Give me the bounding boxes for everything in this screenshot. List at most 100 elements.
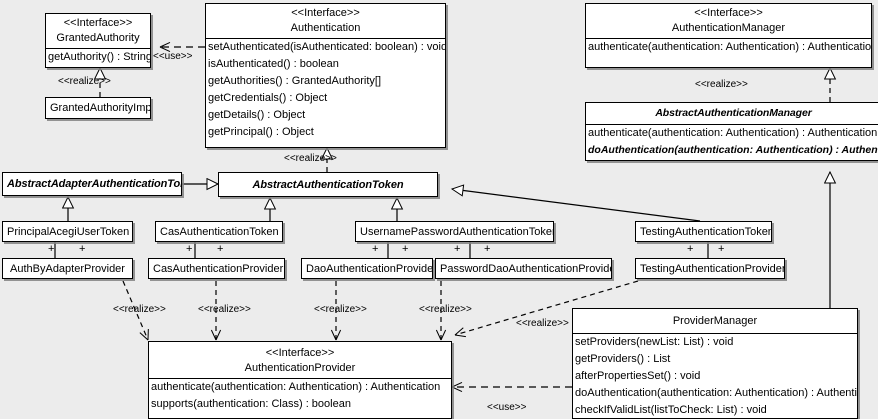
- assoc-marker-usernamepasswordtoken-b: +: [402, 243, 409, 255]
- class-header: ProviderManager: [573, 309, 857, 334]
- class-name: Authentication: [290, 22, 361, 34]
- assoc-marker-testingauthenticationtoken-left: +: [687, 243, 694, 255]
- class-abstract-adapter-authentication-token[interactable]: AbstractAdapterAuthenticationToken: [2, 172, 182, 196]
- operation-getprincipal: getPrincipal() : Object: [208, 126, 314, 138]
- operation-supports: supports(authentication: Class) : boolea…: [151, 398, 351, 410]
- class-testing-authentication-token[interactable]: TestingAuthenticationToken: [635, 221, 772, 242]
- assoc-marker-usernamepasswordtoken-d: +: [484, 243, 491, 255]
- operation-authenticate: authenticate(authentication: Authenticat…: [151, 381, 441, 393]
- assoc-marker-testingauthenticationtoken-right: +: [718, 243, 725, 255]
- class-name: DaoAuthenticationProvider: [306, 263, 433, 275]
- stereotype-label: <<Interface>>: [265, 347, 335, 359]
- class-authentication-provider[interactable]: <<Interface>> AuthenticationProvider aut…: [148, 341, 452, 419]
- operation-setproviders: setProviders(newList: List) : void: [575, 336, 734, 348]
- class-authentication[interactable]: <<Interface>> Authentication setAuthenti…: [205, 3, 446, 148]
- class-header: <<Interface>> AuthenticationManager: [586, 4, 871, 39]
- assoc-marker-casauthenticationtoken-right: +: [217, 243, 224, 255]
- class-name: CasAuthenticationProvider: [153, 263, 284, 275]
- class-name: CasAuthenticationToken: [160, 226, 279, 238]
- class-header: AbstractAuthenticationManager: [586, 103, 878, 125]
- class-header: AbstractAdapterAuthenticationToken: [3, 173, 181, 194]
- class-password-dao-authentication-provider[interactable]: PasswordDaoAuthenticationProvider: [435, 258, 612, 279]
- class-granted-authority[interactable]: <<Interface>> GrantedAuthority getAuthor…: [45, 13, 151, 68]
- class-name: TestingAuthenticationToken: [640, 226, 772, 238]
- edge-label-use-providermanager-authenticationprovider: <<use>>: [487, 402, 527, 413]
- operations-compartment: authenticate(authentication: Authenticat…: [586, 39, 871, 56]
- operations-compartment: authenticate(authentication: Authenticat…: [149, 379, 451, 413]
- operation-isauthenticated: isAuthenticated() : boolean: [208, 58, 339, 70]
- operation-getproviders: getProviders() : List: [575, 353, 671, 365]
- class-header: PrincipalAcegiUserToken: [3, 222, 132, 241]
- class-name: PrincipalAcegiUserToken: [7, 226, 130, 238]
- assoc-marker-principalacegiusertoken-left: +: [48, 243, 55, 255]
- class-testing-authentication-provider[interactable]: TestingAuthenticationProvider: [635, 258, 785, 279]
- edge-label-realize-casauthenticationprovider: <<realize>>: [198, 304, 251, 315]
- operations-compartment: setProviders(newList: List) : void getPr…: [573, 334, 858, 418]
- operations-compartment: authenticate(authentication: Authenticat…: [586, 125, 878, 159]
- assoc-marker-principalacegiusertoken-right: +: [79, 243, 86, 255]
- class-auth-by-adapter-provider[interactable]: AuthByAdapterProvider: [2, 258, 133, 279]
- operations-compartment: getAuthority() : String: [46, 49, 150, 66]
- class-header: <<Interface>> GrantedAuthority: [46, 14, 150, 49]
- class-header: DaoAuthenticationProvider: [302, 259, 433, 278]
- class-cas-authentication-provider[interactable]: CasAuthenticationProvider: [148, 258, 285, 279]
- class-principal-acegi-user-token[interactable]: PrincipalAcegiUserToken: [2, 221, 133, 242]
- class-name: AuthByAdapterProvider: [10, 263, 125, 275]
- operation-authenticate: authenticate(authentication: Authenticat…: [588, 127, 878, 139]
- class-name: AbstractAdapterAuthenticationToken: [7, 178, 182, 190]
- edge-label-realize-daoauthenticationprovider: <<realize>>: [314, 304, 367, 315]
- class-name: AbstractAuthenticationManager: [655, 107, 812, 119]
- class-name: GrantedAuthorityImpl: [50, 102, 151, 114]
- class-header: GrantedAuthorityImpl: [46, 98, 150, 118]
- class-username-password-authentication-token[interactable]: UsernamePasswordAuthenticationToken: [355, 221, 554, 242]
- class-name: AbstractAuthenticationToken: [252, 179, 404, 191]
- operation-doauthentication: doAuthentication(authentication: Authent…: [588, 144, 878, 156]
- operation-getauthorities: getAuthorities() : GrantedAuthority[]: [208, 75, 382, 87]
- operation-afterpropertiesset: afterPropertiesSet() : void: [575, 370, 701, 382]
- operation-getdetails: getDetails() : Object: [208, 109, 306, 121]
- class-name: AuthenticationManager: [671, 22, 786, 34]
- class-name: GrantedAuthority: [56, 32, 140, 44]
- class-header: TestingAuthenticationToken: [636, 222, 772, 241]
- class-authentication-manager[interactable]: <<Interface>> AuthenticationManager auth…: [585, 3, 872, 68]
- stereotype-label: <<Interface>>: [694, 7, 763, 19]
- class-header: PasswordDaoAuthenticationProvider: [436, 259, 612, 278]
- operations-compartment: setAuthenticated(isAuthenticated: boolea…: [206, 39, 445, 141]
- operation-authenticate: authenticate(authentication: Authenticat…: [588, 41, 872, 53]
- class-dao-authentication-provider[interactable]: DaoAuthenticationProvider: [301, 258, 433, 279]
- operation-getauthority: getAuthority() : String: [48, 51, 151, 63]
- assoc-marker-casauthenticationtoken-left: +: [186, 243, 193, 255]
- class-name: PasswordDaoAuthenticationProvider: [440, 263, 612, 275]
- class-header: CasAuthenticationProvider: [149, 259, 284, 278]
- class-abstract-authentication-manager[interactable]: AbstractAuthenticationManager authentica…: [585, 102, 878, 161]
- class-header: UsernamePasswordAuthenticationToken: [356, 222, 554, 241]
- edge-label-realize-abstractauthenticationtoken: <<realize>>: [284, 153, 337, 164]
- class-name: TestingAuthenticationProvider: [640, 263, 785, 275]
- class-header: AbstractAuthenticationToken: [219, 173, 437, 195]
- class-cas-authentication-token[interactable]: CasAuthenticationToken: [155, 221, 283, 242]
- class-name: UsernamePasswordAuthenticationToken: [360, 226, 554, 238]
- stereotype-label: <<Interface>>: [291, 7, 360, 19]
- class-name: ProviderManager: [672, 315, 758, 327]
- edge-label-realize-providermanager: <<realize>>: [516, 318, 569, 329]
- class-provider-manager[interactable]: ProviderManager setProviders(newList: Li…: [572, 308, 858, 419]
- class-name: AuthenticationProvider: [244, 362, 356, 374]
- assoc-marker-usernamepasswordtoken-a: +: [372, 243, 379, 255]
- operation-doauthentication: doAuthentication(authentication: Authent…: [575, 387, 858, 399]
- edge-label-realize-grantedauthorityimpl: <<realize>>: [58, 76, 111, 87]
- operation-checkifvalidlist: checkIfValidList(listToCheck: List) : vo…: [575, 404, 767, 416]
- assoc-marker-usernamepasswordtoken-c: +: [454, 243, 461, 255]
- operation-getcredentials: getCredentials() : Object: [208, 92, 328, 104]
- edge-testingauthenticationtoken-extends-abstracttoken: [452, 189, 701, 222]
- class-header: CasAuthenticationToken: [156, 222, 282, 241]
- operation-setauthenticated: setAuthenticated(isAuthenticated: boolea…: [208, 41, 446, 53]
- class-abstract-authentication-token[interactable]: AbstractAuthenticationToken: [218, 172, 438, 197]
- edge-label-use-authentication-grantedauthority: <<use>>: [153, 51, 193, 62]
- edge-label-realize-authbyadapterprovider: <<realize>>: [113, 304, 166, 315]
- class-header: <<Interface>> Authentication: [206, 4, 445, 39]
- class-header: AuthByAdapterProvider: [3, 259, 132, 278]
- class-header: <<Interface>> AuthenticationProvider: [149, 342, 451, 379]
- class-granted-authority-impl[interactable]: GrantedAuthorityImpl: [45, 97, 151, 119]
- stereotype-label: <<Interface>>: [63, 17, 133, 29]
